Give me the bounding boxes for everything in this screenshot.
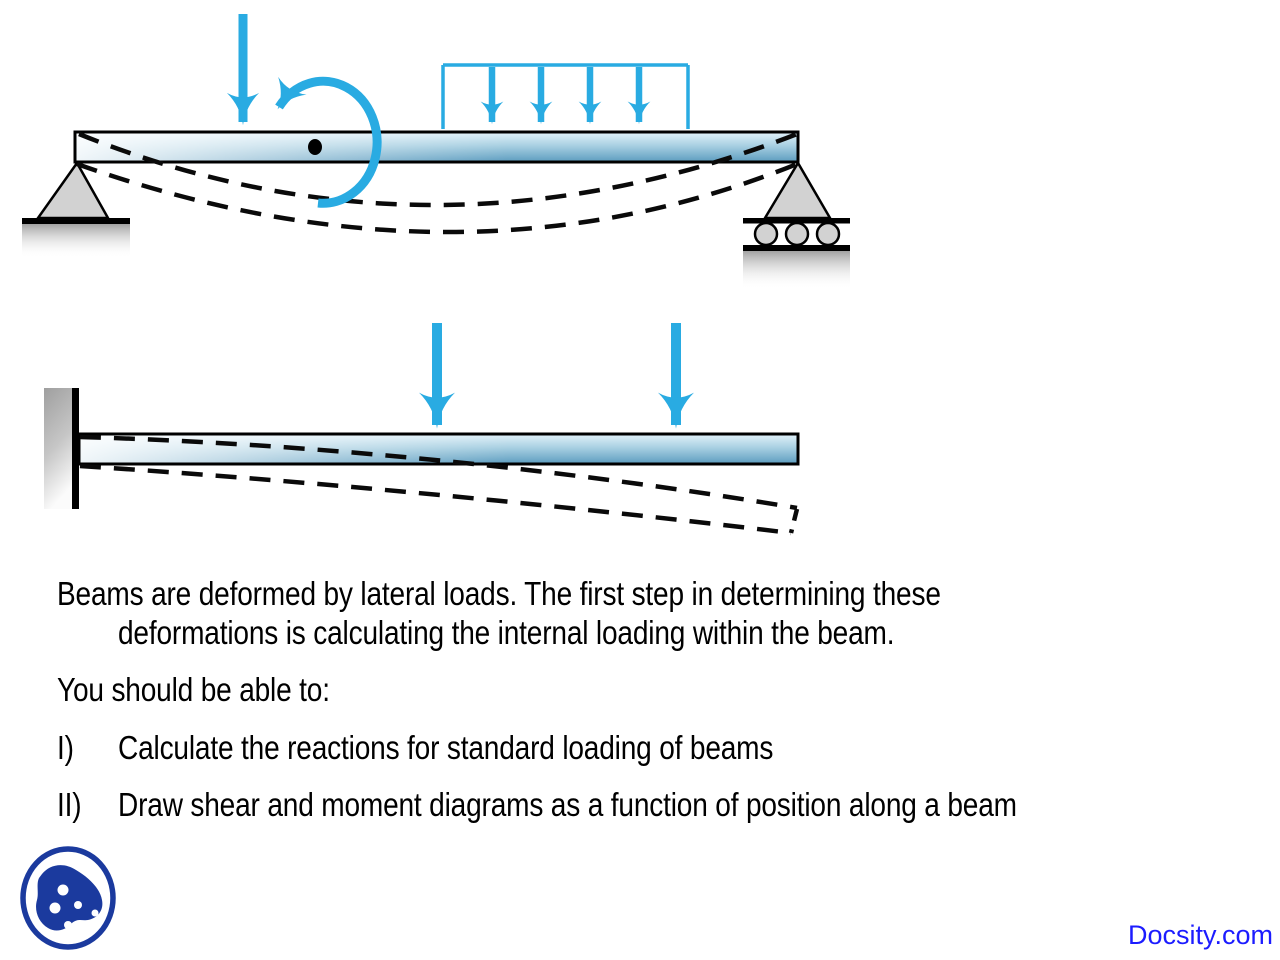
- list-item-numeral: I): [57, 729, 74, 766]
- figure-cantilever-beam: [44, 323, 800, 536]
- pin-support-base: [22, 218, 130, 224]
- roller-support-bottom-plate: [743, 245, 850, 251]
- pin-support-triangle: [35, 160, 111, 220]
- deflected-shape-upper-dashed: [78, 131, 798, 208]
- applied-moment-arrow: [275, 76, 382, 208]
- deflected-shape-lower-dashed: [79, 463, 792, 536]
- docsity-logo-icon: [20, 846, 116, 950]
- logo-blob: [36, 865, 103, 931]
- docsity-watermark-link[interactable]: Docsity.com: [1128, 920, 1274, 950]
- figure-simply-supported-beam: [22, 14, 850, 289]
- roller-wheel: [753, 221, 779, 247]
- deflected-tip-dashed: [788, 508, 800, 534]
- fixed-wall-face: [72, 388, 79, 509]
- logo-dot: [49, 902, 61, 914]
- roller-support-top-plate: [743, 218, 850, 224]
- distributed-load: [441, 63, 690, 129]
- deflected-shape-lower-dashed: [76, 161, 798, 235]
- deflected-shape-upper-dashed: [79, 434, 798, 511]
- roller-wheel: [784, 221, 810, 247]
- roller-support-shadow: [743, 251, 850, 289]
- logo-dot: [64, 921, 72, 929]
- list-item-numeral: II): [57, 786, 82, 823]
- moment-reference-dot: [308, 139, 322, 155]
- pin-support-shadow: [22, 224, 130, 258]
- list-item-text: Calculate the reactions for standard loa…: [118, 729, 774, 766]
- logo-dot: [57, 884, 69, 896]
- fixed-wall: [44, 388, 72, 509]
- beam-sheen: [76, 133, 797, 161]
- roller-wheel: [815, 221, 841, 247]
- logo-dot: [91, 909, 99, 917]
- roller-support-triangle: [762, 160, 833, 220]
- list-item-text: Draw shear and moment diagrams as a func…: [118, 786, 1017, 823]
- lead-in-text: You should be able to:: [57, 671, 330, 708]
- paragraph-line-1: Beams are deformed by lateral loads. The…: [57, 575, 941, 612]
- paragraph-line-2: deformations is calculating the internal…: [118, 614, 895, 651]
- logo-dot: [74, 901, 82, 909]
